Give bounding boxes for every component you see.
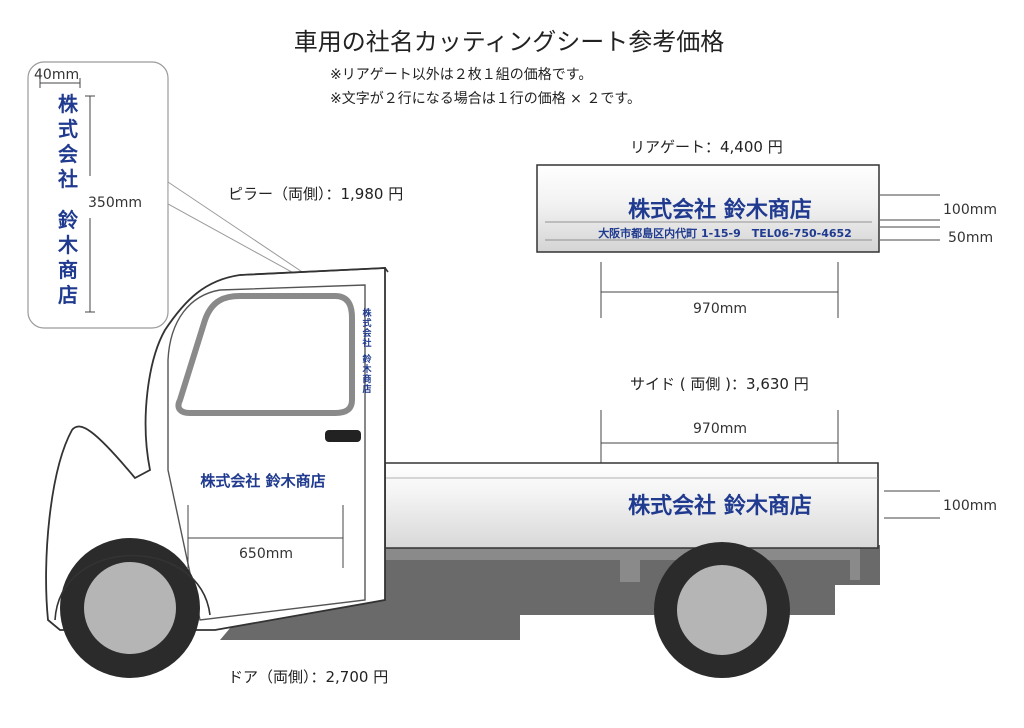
page-title: 車用の社名カッティングシート参考価格 (294, 28, 725, 56)
pillar-char: 式 (58, 117, 78, 141)
side-width-dim: 970mm (693, 421, 747, 437)
rear-gate-company-name: 株式会社 鈴木商店 (628, 197, 812, 223)
pillar-price-label: ピラー（両側）：1,980 円 (228, 185, 403, 203)
truck-pillar-char: 商 (362, 373, 371, 385)
note-line-1: ※リアゲート以外は２枚１組の価格です。 (330, 67, 592, 83)
side-height-dim: 100mm (943, 498, 997, 514)
truck-pillar-char: 社 (361, 337, 371, 349)
pillar-width-dim: 40mm (34, 67, 79, 83)
truck-pillar-char: 株 (362, 307, 372, 319)
truck-pillar-char: 式 (362, 317, 371, 329)
door-dimensions (187, 505, 344, 568)
rear-gate-width-dim: 970mm (693, 301, 747, 317)
rear-gate-name-height-dim: 100mm (943, 202, 997, 218)
door-price-label: ドア（両側）：2,700 円 (228, 668, 388, 686)
pillar-char: 会 (58, 142, 78, 166)
pillar-char: 店 (58, 283, 78, 307)
truck-pillar-char: 会 (362, 327, 372, 339)
note-line-2: ※文字が２行になる場合は１行の価格 × ２です。 (330, 91, 641, 107)
rear-gate-address: 大阪市都島区内代町 1-15-9 TEL06-750-4652 (598, 226, 852, 240)
rear-gate-dimensions (600, 194, 940, 318)
truck-illustration (45, 267, 880, 678)
pillar-char: 株 (58, 92, 79, 116)
pillar-char: 鈴 (58, 208, 79, 232)
truck-pillar-char: 鈴 (362, 353, 372, 365)
side-company-name: 株式会社 鈴木商店 (628, 493, 812, 519)
rear-gate-address-height-dim: 50mm (948, 230, 993, 246)
door-width-dim: 650mm (239, 546, 293, 562)
pillar-char: 社 (57, 167, 78, 191)
side-price-label: サイド ( 両側 )：3,630 円 (630, 375, 809, 393)
truck-pillar-char: 木 (361, 363, 372, 375)
pillar-char: 木 (57, 233, 79, 257)
door-company-name: 株式会社 鈴木商店 (200, 472, 325, 490)
pillar-height-dim: 350mm (88, 195, 142, 211)
rear-gate-panel: 株式会社 鈴木商店 大阪市都島区内代町 1-15-9 TEL06-750-465… (536, 164, 880, 253)
truck-pillar-char: 店 (362, 383, 371, 395)
pillar-char: 商 (58, 258, 78, 282)
rear-gate-price-label: リアゲート：4,400 円 (630, 138, 783, 156)
side-dimensions (600, 410, 940, 519)
